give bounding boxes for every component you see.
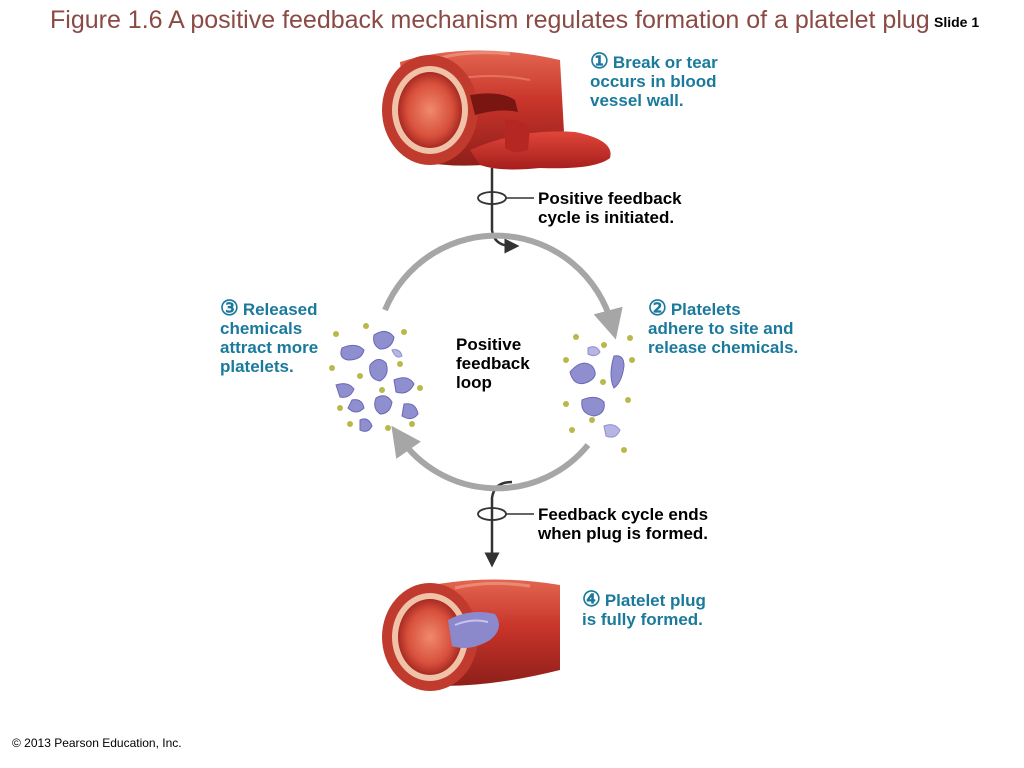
step-1-line-2: occurs in blood (590, 72, 717, 91)
step-4-line-1: Platelet plug (604, 591, 706, 610)
cycle-ends-line-2: when plug is formed. (538, 524, 709, 543)
cycle-ends-line-1: Feedback cycle ends (538, 505, 709, 524)
step-4-line-2: is fully formed. (582, 610, 703, 629)
step-4-number: ④ (582, 588, 601, 611)
cycle-initiated-line-1: Positive feedback (538, 189, 682, 208)
step-3-number: ③ (220, 297, 239, 320)
step-3-line-1: Released (242, 300, 318, 319)
cycle-ends-note: Feedback cycle ends when plug is formed. (538, 505, 708, 543)
step-3-line-2: chemicals (220, 319, 303, 338)
step-1-line-1: Break or tear (612, 53, 718, 72)
feedback-loop-arrows (382, 232, 623, 492)
platelet-cluster-icon (329, 323, 423, 432)
step-2-number: ② (648, 297, 667, 320)
loop-line-3: loop (456, 373, 492, 392)
step-2-line-3: release chemicals. (648, 338, 799, 357)
step-1-number: ① (590, 50, 609, 73)
step-3-line-4: platelets. (220, 357, 294, 376)
copyright-notice: © 2013 Pearson Education, Inc. (12, 736, 182, 750)
torn-blood-vessel-icon (382, 50, 611, 170)
cycle-initiated-line-2: cycle is initiated. (538, 208, 675, 227)
step-3-line-3: attract more (220, 338, 319, 357)
slide-number: Slide 1 (934, 14, 980, 30)
cycle-initiated-note: Positive feedback cycle is initiated. (538, 189, 682, 227)
step-2-line-1: Platelets (670, 300, 741, 319)
positive-feedback-loop-label: Positive feedback loop (456, 335, 530, 392)
step-2-line-2: adhere to site and (648, 319, 794, 338)
platelet-cluster-icon (563, 334, 635, 453)
figure-title: Figure 1.6 A positive feedback mechanism… (50, 6, 930, 34)
plugged-blood-vessel-icon (382, 579, 560, 691)
step-1-line-3: vessel wall. (590, 91, 684, 110)
loop-line-1: Positive (456, 335, 522, 354)
loop-line-2: feedback (456, 354, 530, 373)
